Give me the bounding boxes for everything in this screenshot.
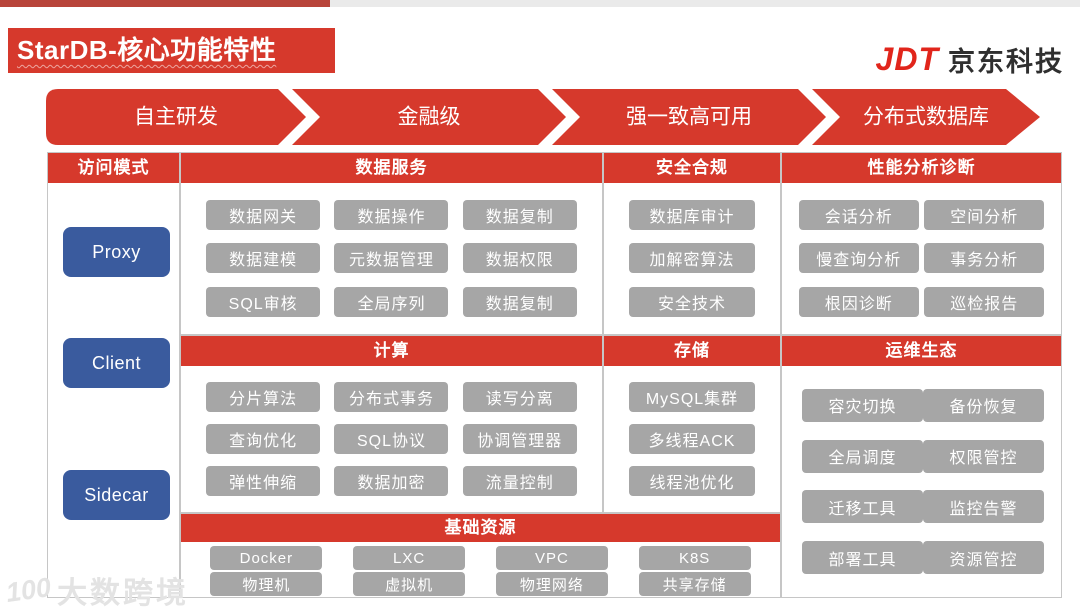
jdt-logo-icon: JDT — [875, 41, 939, 77]
security-grid: 数据库审计 加解密算法 安全技术 — [604, 183, 780, 334]
feature-box-global-scheduling: 全局调度 — [802, 439, 923, 473]
compute-section: 计算 分片算法 分布式事务 读写分离 查询优化 SQL协议 协调管理器 弹性伸缩… — [180, 335, 603, 513]
feature-box-db-audit: 数据库审计 — [629, 199, 755, 230]
feature-box-root-cause-diagnosis: 根因诊断 — [798, 287, 919, 318]
feature-box-mysql-cluster: MySQL集群 — [629, 382, 755, 412]
feature-box-migration-tool: 迁移工具 — [802, 490, 923, 524]
feature-box-shared-storage: 共享存储 — [638, 572, 751, 596]
feature-box-metadata-mgmt: 元数据管理 — [334, 243, 449, 274]
ops-section: 运维生态 容灾切换 备份恢复 全局调度 权限管控 迁移工具 监控告警 部署工具 … — [781, 335, 1062, 598]
watermark-text: 大数跨境 — [57, 577, 190, 610]
performance-grid: 会话分析 空间分析 慢查询分析 事务分析 根因诊断 巡检报告 — [782, 183, 1061, 334]
feature-box-vpc: VPC — [495, 546, 608, 570]
access-mode-proxy: Proxy — [63, 227, 170, 277]
feature-box-coordinator: 协调管理器 — [462, 424, 577, 454]
banner-arrow-shape — [552, 89, 826, 145]
feature-box-data-gateway: 数据网关 — [206, 199, 321, 230]
page-title: StarDB-核心功能特性 — [8, 28, 335, 73]
section-header-infra: 基础资源 — [181, 514, 780, 542]
watermark: 100 大数跨境 — [4, 568, 190, 611]
data-service-section: 数据服务 数据网关 数据操作 数据复制 数据建模 元数据管理 数据权限 SQL审… — [180, 152, 603, 335]
feature-box-global-sequence: 全局序列 — [334, 287, 449, 318]
section-header-storage: 存储 — [604, 336, 780, 366]
feature-box-resource-control: 资源管控 — [923, 541, 1044, 575]
feature-box-query-optimization: 查询优化 — [206, 424, 321, 454]
feature-box-deploy-tool: 部署工具 — [802, 541, 923, 575]
jd-tech-logo-text: 京东科技 — [948, 47, 1064, 77]
section-header-performance: 性能分析诊断 — [782, 153, 1061, 183]
watermark-logo-icon: 100 — [4, 571, 53, 608]
section-header-ops: 运维生态 — [782, 336, 1061, 366]
feature-box-k8s: K8S — [638, 546, 751, 570]
access-mode-sidecar: Sidecar — [63, 470, 170, 520]
compute-grid: 分片算法 分布式事务 读写分离 查询优化 SQL协议 协调管理器 弹性伸缩 数据… — [181, 366, 602, 512]
feature-box-physical-network: 物理网络 — [495, 572, 608, 596]
infra-grid: Docker LXC VPC K8S 物理机 虚拟机 物理网络 共享存储 — [181, 542, 780, 597]
feature-box-docker: Docker — [210, 546, 323, 570]
feature-box-inspection-report: 巡检报告 — [924, 287, 1045, 318]
feature-box-multithread-ack: 多线程ACK — [629, 424, 755, 454]
banner-label-financial-grade: 金融级 — [398, 106, 461, 129]
feature-box-distributed-txn: 分布式事务 — [334, 382, 449, 412]
video-progress-bar[interactable] — [0, 0, 1080, 7]
performance-section: 性能分析诊断 会话分析 空间分析 慢查询分析 事务分析 根因诊断 巡检报告 — [781, 152, 1062, 335]
feature-box-sharding-algo: 分片算法 — [206, 382, 321, 412]
feature-box-disaster-switch: 容灾切换 — [802, 388, 923, 422]
feature-box-data-permission: 数据权限 — [462, 243, 577, 274]
ops-grid: 容灾切换 备份恢复 全局调度 权限管控 迁移工具 监控告警 部署工具 资源管控 — [782, 366, 1061, 597]
feature-box-security-tech: 安全技术 — [629, 287, 755, 318]
storage-section: 存储 MySQL集群 多线程ACK 线程池优化 — [603, 335, 781, 513]
feature-box-read-write-split: 读写分离 — [462, 382, 577, 412]
feature-box-physical-machine: 物理机 — [210, 572, 323, 596]
page-title-text: StarDB-核心功能特性 — [17, 35, 277, 65]
feature-box-backup-restore: 备份恢复 — [923, 388, 1044, 422]
feature-box-sql-protocol: SQL协议 — [334, 424, 449, 454]
feature-box-traffic-control: 流量控制 — [462, 466, 577, 496]
section-header-security: 安全合规 — [604, 153, 780, 183]
feature-box-virtual-machine: 虚拟机 — [353, 572, 466, 596]
feature-box-transaction-analysis: 事务分析 — [924, 243, 1045, 274]
banner-arrow-shape — [46, 89, 306, 145]
feature-box-threadpool-optimization: 线程池优化 — [629, 466, 755, 496]
data-service-grid: 数据网关 数据操作 数据复制 数据建模 元数据管理 数据权限 SQL审核 全局序… — [181, 183, 602, 334]
video-progress-played — [0, 0, 330, 7]
feature-box-data-encryption: 数据加密 — [334, 466, 449, 496]
feature-box-encryption-algo: 加解密算法 — [629, 243, 755, 274]
feature-box-space-analysis: 空间分析 — [924, 199, 1045, 230]
feature-box-data-modeling: 数据建模 — [206, 243, 321, 274]
banner-label-high-availability: 强一致高可用 — [626, 106, 752, 129]
feature-box-permission-control: 权限管控 — [923, 439, 1044, 473]
banner-arrow-shape — [292, 89, 566, 145]
banner-label-self-developed: 自主研发 — [134, 106, 218, 129]
feature-box-lxc: LXC — [353, 546, 466, 570]
security-section: 安全合规 数据库审计 加解密算法 安全技术 — [603, 152, 781, 335]
feature-box-sql-audit: SQL审核 — [206, 287, 321, 318]
feature-box-monitoring-alert: 监控告警 — [923, 490, 1044, 524]
feature-box-data-replication: 数据复制 — [462, 199, 577, 230]
feature-box-elastic-scaling: 弹性伸缩 — [206, 466, 321, 496]
feature-chevron-banner: 自主研发 金融级 强一致高可用 分布式数据库 — [46, 89, 1040, 145]
access-mode-client: Client — [63, 338, 170, 388]
section-header-data-service: 数据服务 — [181, 153, 602, 183]
feature-box-data-operation: 数据操作 — [334, 199, 449, 230]
infra-section: 基础资源 Docker LXC VPC K8S 物理机 虚拟机 物理网络 共享存… — [180, 513, 781, 598]
feature-box-data-replication-2: 数据复制 — [462, 287, 577, 318]
feature-box-slow-query-analysis: 慢查询分析 — [798, 243, 919, 274]
storage-grid: MySQL集群 多线程ACK 线程池优化 — [604, 366, 780, 512]
banner-label-distributed-db: 分布式数据库 — [863, 106, 989, 129]
jd-tech-logo: JDT 京东科技 — [876, 40, 1064, 79]
feature-box-session-analysis: 会话分析 — [798, 199, 919, 230]
banner-arrow-shape — [812, 89, 1040, 145]
section-header-access-mode: 访问模式 — [48, 153, 179, 183]
section-header-compute: 计算 — [181, 336, 602, 366]
